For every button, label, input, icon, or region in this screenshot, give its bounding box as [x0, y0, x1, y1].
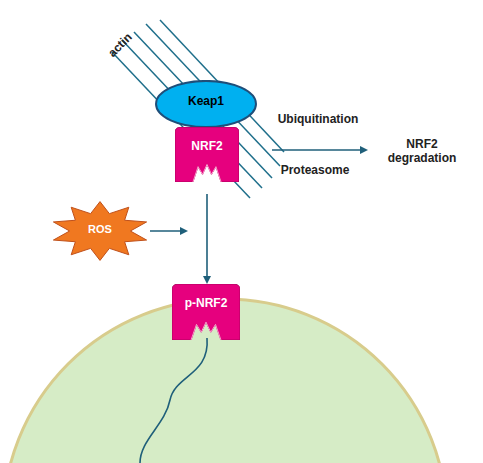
ros-star: ROS	[50, 201, 150, 261]
node-text: NRF2	[191, 139, 222, 153]
keap1-ellipse: Keap1	[155, 80, 257, 128]
degradation-arrow	[272, 149, 366, 151]
ros-arrow	[150, 230, 186, 232]
outcome-label: NRF2 degradation	[372, 137, 472, 165]
nrf2-shape: NRF2	[175, 127, 239, 182]
node-text: Keap1	[188, 94, 224, 108]
p-nrf2-shape: p-NRF2	[172, 284, 240, 340]
p-nrf2-shape-outline	[172, 284, 240, 340]
process-label: Proteasome	[270, 163, 360, 177]
node-text: p-NRF2	[185, 296, 228, 310]
node-text: ROS	[88, 223, 112, 235]
dna-strand	[140, 338, 207, 463]
nrf2-shape-outline	[175, 127, 239, 182]
translocation-arrow	[206, 194, 208, 282]
process-label: Ubiquitination	[268, 112, 368, 126]
actin-filaments	[112, 20, 284, 198]
actin-label: actin	[101, 26, 139, 64]
